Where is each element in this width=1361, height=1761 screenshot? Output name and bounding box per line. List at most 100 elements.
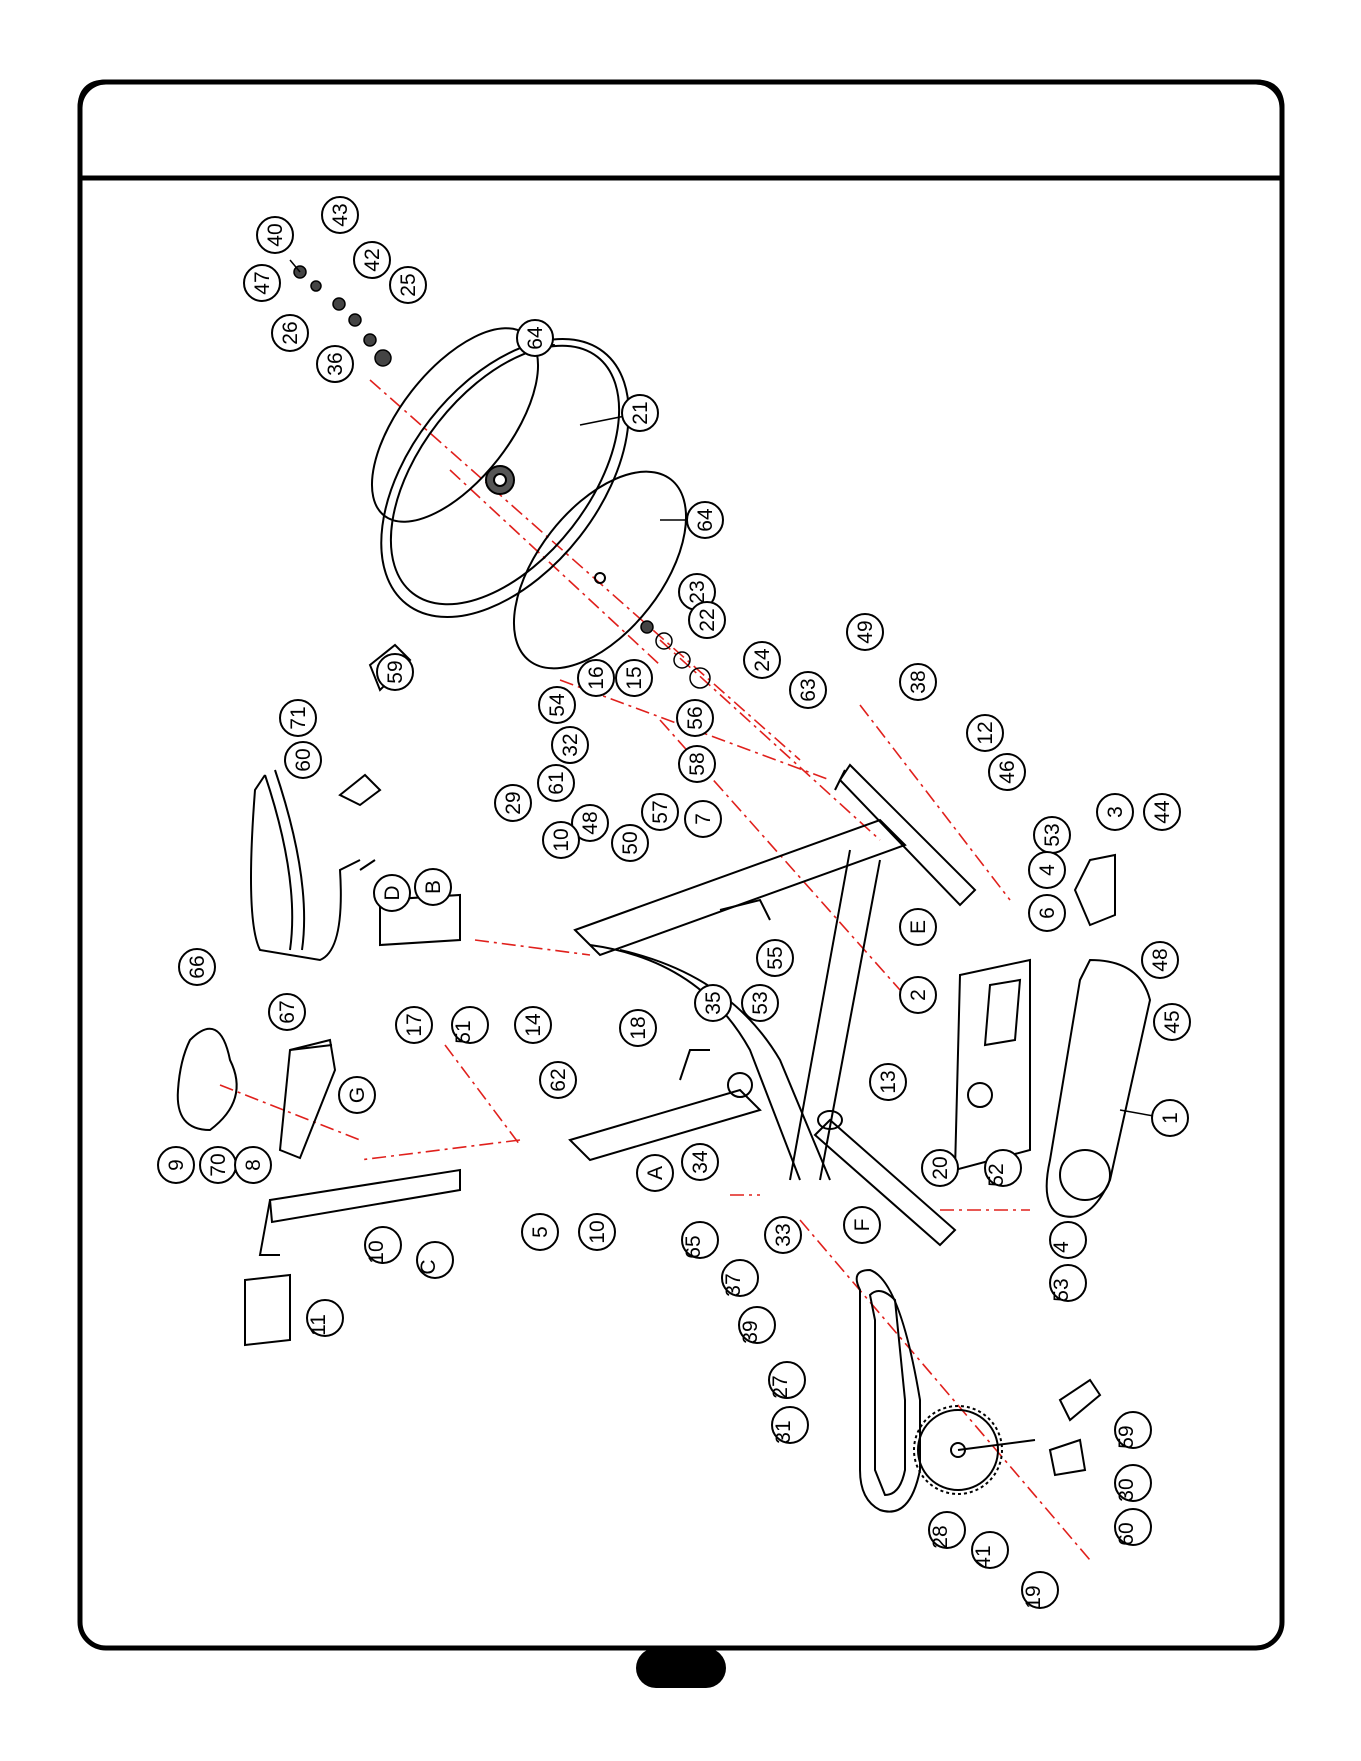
svg-text:62: 62 bbox=[547, 1068, 570, 1091]
svg-text:15: 15 bbox=[623, 666, 646, 689]
callout-15: 15 bbox=[616, 660, 652, 696]
callout-61: 61 bbox=[538, 765, 574, 801]
svg-text:60: 60 bbox=[292, 748, 315, 771]
callout-66: 66 bbox=[179, 949, 215, 985]
callout-43: 43 bbox=[322, 197, 358, 233]
svg-text:6: 6 bbox=[1036, 907, 1059, 919]
svg-text:33: 33 bbox=[772, 1223, 795, 1246]
svg-text:30: 30 bbox=[1115, 1478, 1138, 1501]
brake-bracket bbox=[1075, 855, 1115, 925]
svg-text:43: 43 bbox=[329, 203, 352, 226]
callout-A: A bbox=[637, 1155, 673, 1191]
svg-text:50: 50 bbox=[619, 831, 642, 854]
callout-26: 26 bbox=[272, 315, 308, 351]
callout-10-seat: 10 bbox=[365, 1227, 401, 1264]
callout-10-bottom: 10 bbox=[579, 1214, 615, 1250]
svg-text:65: 65 bbox=[682, 1235, 705, 1258]
svg-text:51: 51 bbox=[452, 1020, 475, 1043]
svg-text:54: 54 bbox=[546, 693, 569, 717]
svg-text:55: 55 bbox=[764, 946, 787, 969]
callout-49: 49 bbox=[847, 614, 883, 650]
page-border bbox=[80, 82, 1282, 1648]
svg-text:8: 8 bbox=[242, 1159, 265, 1171]
callout-3: 3 bbox=[1097, 794, 1133, 830]
svg-text:21: 21 bbox=[629, 401, 652, 424]
callout-C: C bbox=[417, 1242, 453, 1278]
callout-55: 55 bbox=[757, 940, 793, 976]
svg-text:22: 22 bbox=[696, 608, 719, 631]
callout-36: 36 bbox=[317, 346, 353, 382]
callout-4-top: 4 bbox=[1029, 852, 1065, 888]
callout-30: 30 bbox=[1115, 1465, 1151, 1502]
callout-6: 6 bbox=[1029, 895, 1065, 931]
callout-46: 46 bbox=[989, 754, 1025, 790]
callout-60-top: 60 bbox=[285, 742, 321, 778]
callout-47: 47 bbox=[244, 265, 280, 301]
callout-31: 31 bbox=[772, 1407, 808, 1444]
callout-53-bottom: 53 bbox=[1050, 1265, 1086, 1302]
svg-text:17: 17 bbox=[403, 1013, 426, 1036]
svg-text:18: 18 bbox=[627, 1016, 650, 1039]
svg-text:12: 12 bbox=[974, 721, 997, 744]
svg-text:53: 53 bbox=[1050, 1278, 1073, 1301]
svg-text:59: 59 bbox=[384, 660, 407, 683]
saddle bbox=[178, 1029, 237, 1130]
svg-text:27: 27 bbox=[769, 1375, 792, 1398]
svg-text:3: 3 bbox=[1104, 806, 1127, 818]
svg-text:4: 4 bbox=[1050, 1241, 1073, 1253]
svg-text:2: 2 bbox=[907, 989, 930, 1001]
svg-text:14: 14 bbox=[522, 1013, 545, 1037]
callout-10-top: 10 bbox=[543, 822, 579, 858]
svg-text:53: 53 bbox=[1041, 823, 1064, 846]
callout-37: 37 bbox=[722, 1260, 758, 1297]
svg-text:48: 48 bbox=[1149, 948, 1172, 971]
callout-12: 12 bbox=[967, 715, 1003, 751]
svg-text:45: 45 bbox=[1161, 1010, 1184, 1033]
callout-8: 8 bbox=[235, 1147, 271, 1183]
callout-13: 13 bbox=[870, 1064, 906, 1100]
callout-1: 1 bbox=[1152, 1100, 1188, 1136]
callout-42: 42 bbox=[354, 242, 390, 278]
svg-text:29: 29 bbox=[502, 791, 525, 814]
svg-text:44: 44 bbox=[1151, 800, 1174, 824]
callout-65: 65 bbox=[682, 1222, 718, 1259]
callout-5: 5 bbox=[522, 1214, 558, 1250]
callout-24: 24 bbox=[744, 642, 780, 678]
callout-56: 56 bbox=[677, 700, 713, 736]
svg-text:9: 9 bbox=[165, 1159, 188, 1171]
svg-text:64: 64 bbox=[694, 508, 717, 532]
svg-text:56: 56 bbox=[684, 706, 707, 729]
svg-text:47: 47 bbox=[251, 271, 274, 294]
callout-39: 39 bbox=[739, 1307, 775, 1344]
svg-text:58: 58 bbox=[686, 752, 709, 775]
svg-text:71: 71 bbox=[287, 706, 310, 729]
svg-text:59: 59 bbox=[1115, 1425, 1138, 1448]
callout-G: G bbox=[339, 1077, 375, 1113]
svg-text:36: 36 bbox=[324, 352, 347, 375]
svg-text:10: 10 bbox=[550, 828, 573, 851]
callout-53-mid: 53 bbox=[742, 985, 778, 1021]
page-number-tab bbox=[636, 1648, 726, 1688]
svg-text:46: 46 bbox=[996, 760, 1019, 783]
callout-71: 71 bbox=[280, 700, 316, 736]
callout-54: 54 bbox=[539, 687, 575, 723]
svg-text:25: 25 bbox=[397, 273, 420, 296]
callout-E: E bbox=[900, 909, 936, 945]
callout-18: 18 bbox=[620, 1010, 656, 1046]
stabilizer-front bbox=[835, 765, 975, 905]
svg-text:10: 10 bbox=[365, 1240, 388, 1263]
svg-text:G: G bbox=[346, 1087, 369, 1103]
callout-40: 40 bbox=[257, 217, 293, 253]
callout-38: 38 bbox=[900, 664, 936, 700]
svg-text:11: 11 bbox=[307, 1314, 330, 1336]
callout-52: 52 bbox=[985, 1150, 1021, 1187]
callout-27: 27 bbox=[769, 1362, 805, 1399]
callout-45: 45 bbox=[1154, 1004, 1190, 1040]
svg-text:C: C bbox=[417, 1259, 440, 1274]
callout-62: 62 bbox=[540, 1062, 576, 1098]
callout-34: 34 bbox=[682, 1144, 718, 1180]
svg-text:61: 61 bbox=[545, 771, 568, 794]
svg-text:31: 31 bbox=[772, 1420, 795, 1443]
svg-text:24: 24 bbox=[751, 648, 774, 672]
callout-41: 41 bbox=[972, 1532, 1008, 1569]
